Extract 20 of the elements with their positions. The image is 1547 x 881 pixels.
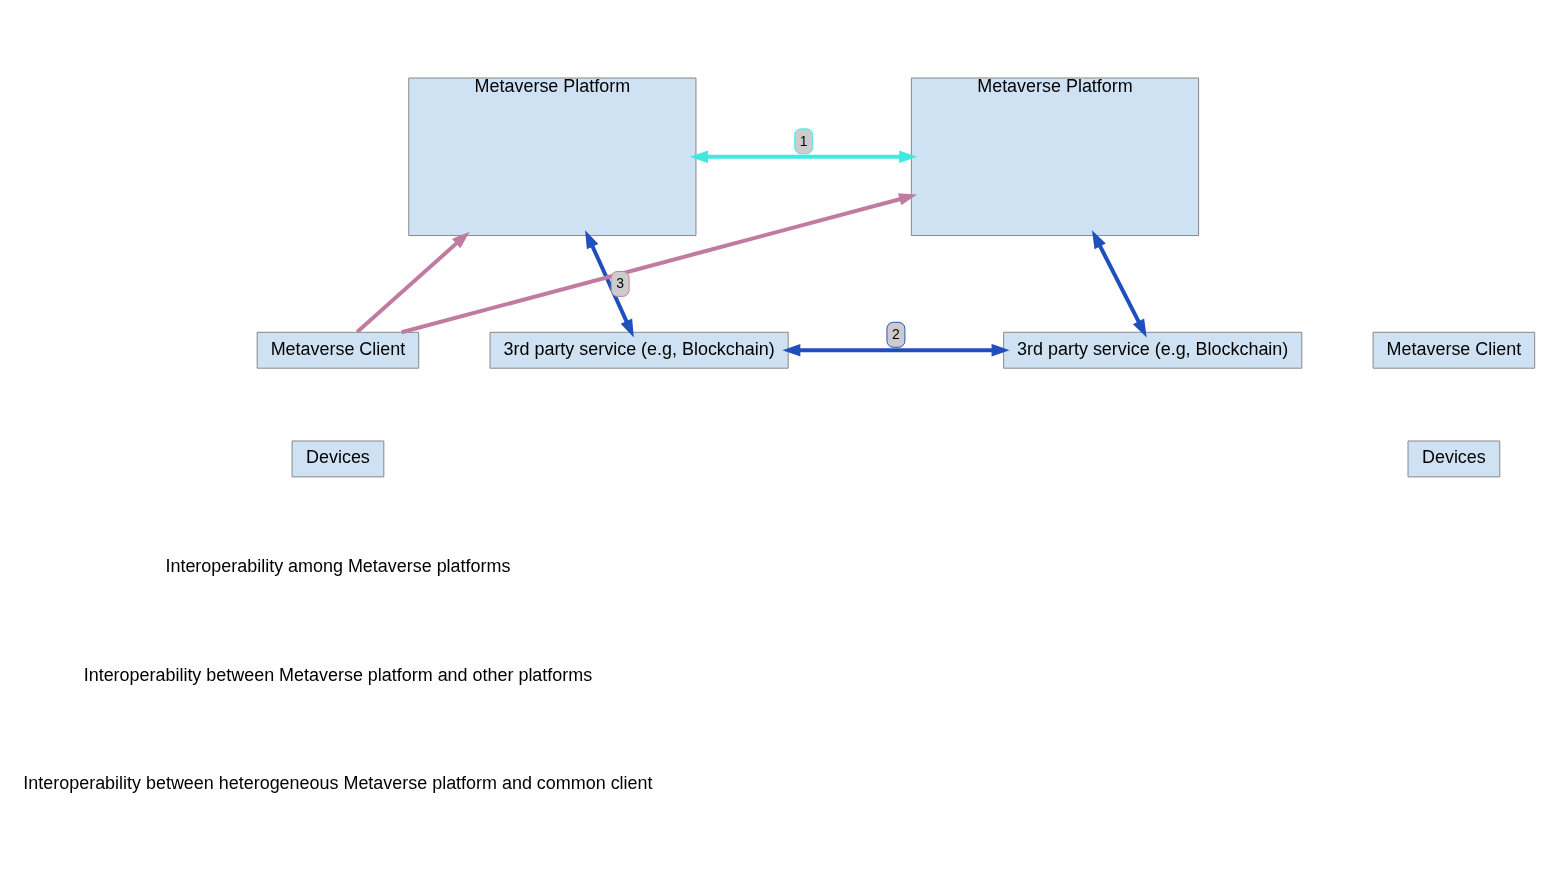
node-box: Metaverse Client: [1372, 331, 1536, 369]
node-box: Metaverse Platform: [910, 77, 1200, 237]
arrow: [782, 343, 1010, 357]
node-box: Metaverse Platform: [408, 77, 697, 237]
legend-label: Interoperability between Metaverse platform and other platforms: [83, 664, 593, 685]
node-box: Metaverse Client: [256, 331, 420, 369]
node-box: 3rd party service (e.g, Blockchain): [1003, 331, 1303, 369]
node-box: Devices: [1407, 440, 1501, 478]
edge-label: 1: [799, 132, 808, 149]
node-box: Devices: [291, 440, 385, 478]
arrow: [355, 231, 470, 334]
node-box: 3rd party service (e.g, Blockchain): [489, 331, 789, 369]
legend-label: Interoperability between heterogeneous Metaverse platform and common client: [23, 773, 653, 794]
arrow: [1092, 230, 1147, 338]
legend-label: Interoperability among Metaverse platforms: [165, 556, 511, 577]
edge-label: 3: [616, 275, 624, 292]
arrow: [585, 230, 634, 338]
arrow: [401, 193, 917, 335]
edge-label: 2: [891, 325, 900, 342]
arrow: [690, 150, 918, 164]
